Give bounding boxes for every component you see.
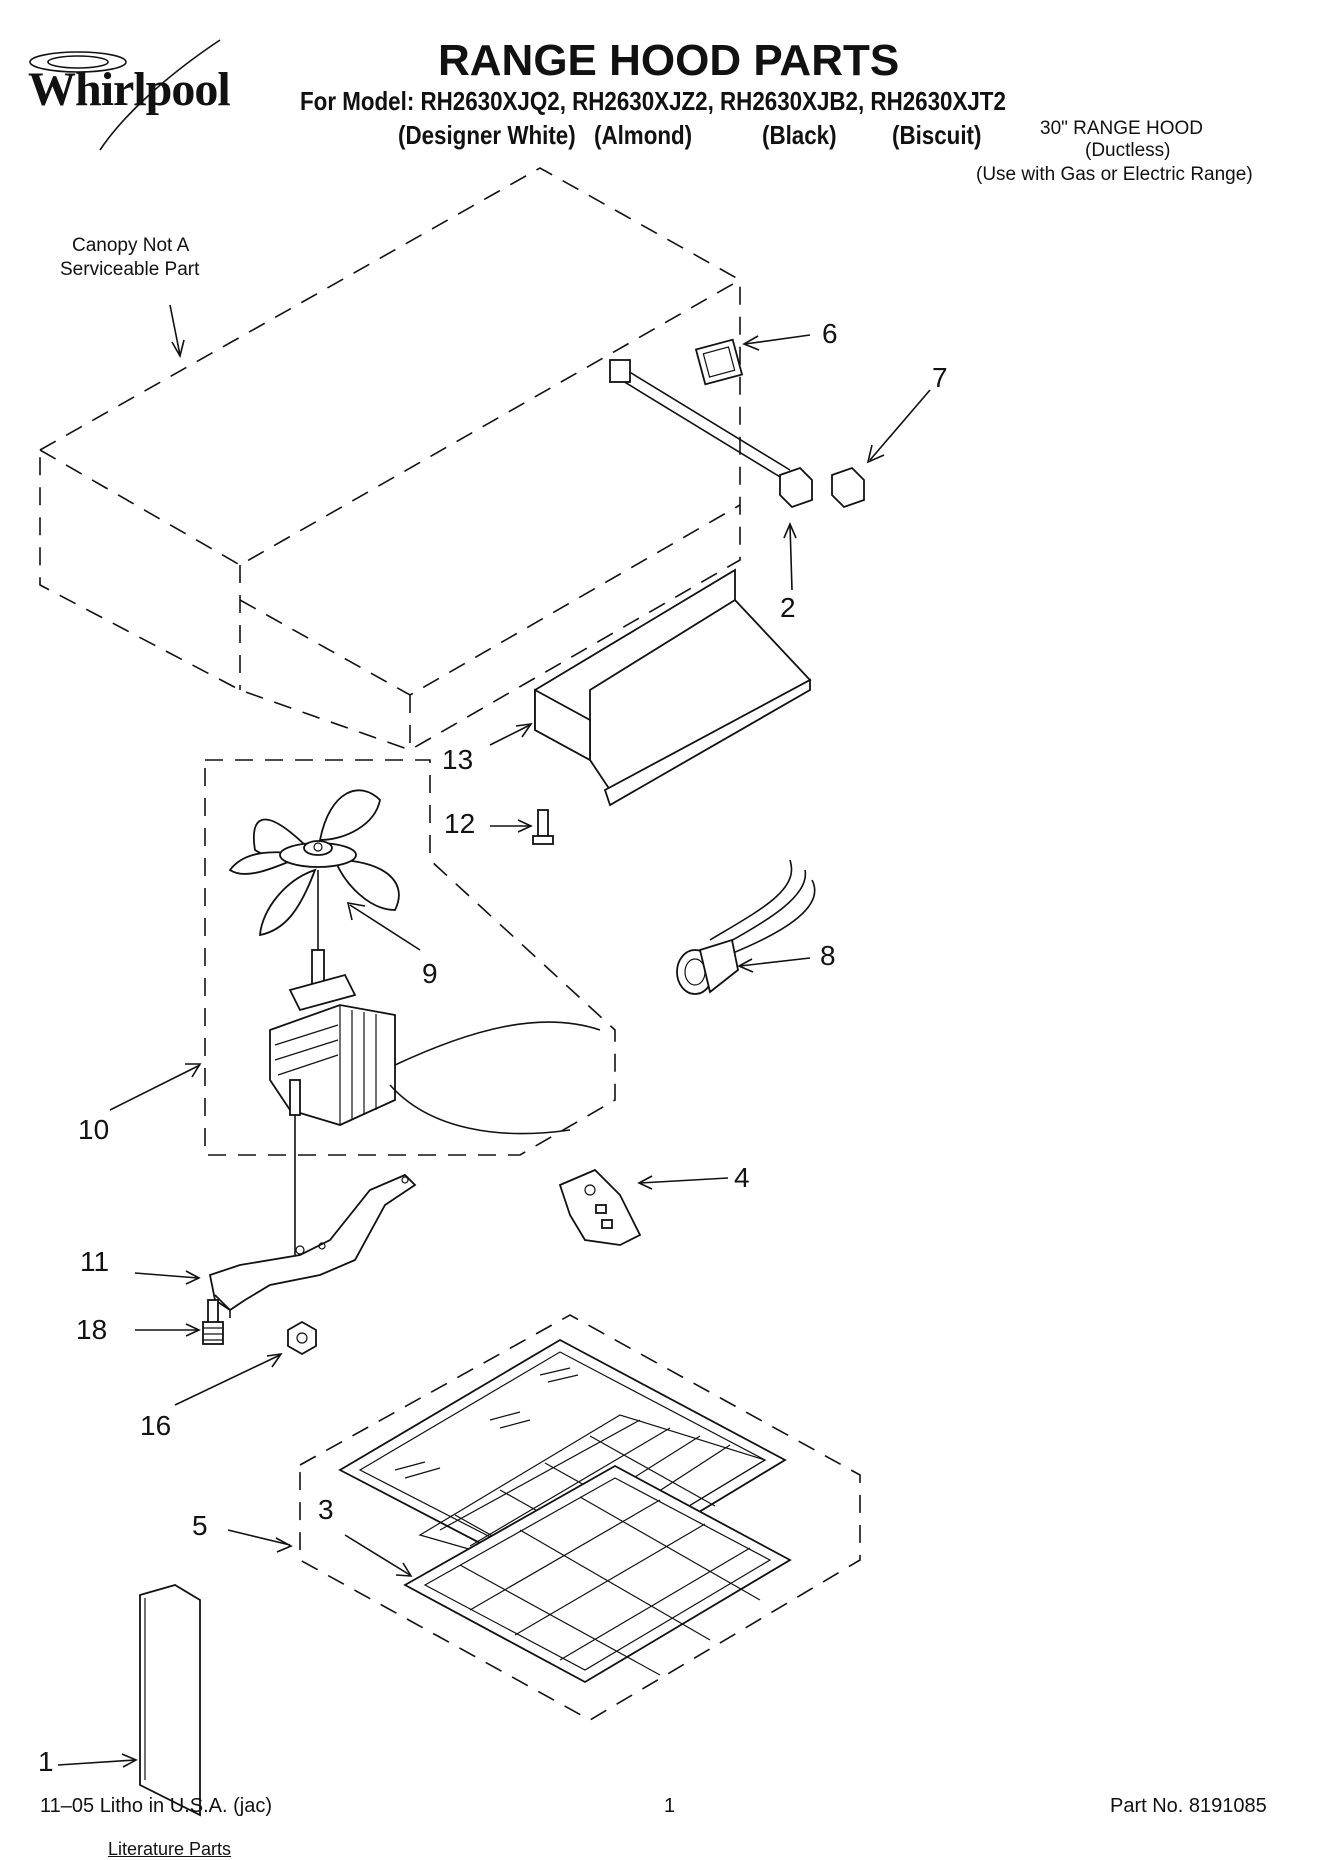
color-biscuit: (Biscuit) — [892, 120, 982, 150]
canopy-outline — [39, 167, 741, 751]
callout-9: 9 — [422, 958, 438, 989]
callout-3: 3 — [318, 1494, 334, 1525]
color-designer-white: (Designer White) — [398, 120, 576, 150]
fan-blade — [228, 789, 400, 937]
callout-13: 13 — [442, 744, 474, 775]
footer-print-info: 11–05 Litho in U.S.A. (jac) — [40, 1795, 272, 1817]
charcoal-filter — [403, 1464, 792, 1684]
model-list: For Model: RH2630XJQ2, RH2630XJZ2, RH263… — [300, 86, 1006, 116]
motor-bracket — [208, 1173, 417, 1318]
brand-logo-text: Whirlpool — [28, 63, 231, 116]
clamp-bracket — [558, 1168, 642, 1246]
spec-type: (Ductless) — [1085, 140, 1171, 161]
wire-harness — [676, 859, 816, 995]
callout-18: 18 — [76, 1314, 108, 1345]
canopy-note-line1: Canopy Not A — [72, 235, 190, 256]
whirlpool-logo-swirl — [29, 39, 221, 151]
callout-6: 6 — [822, 318, 838, 349]
literature-booklet — [139, 1584, 201, 1817]
literature-parts-label: Literature Parts — [108, 1839, 232, 1859]
nut-16 — [287, 1320, 317, 1356]
callout-2: 2 — [780, 592, 796, 623]
grease-filter-box — [534, 568, 812, 807]
callout-12: 12 — [444, 808, 476, 839]
screw-12 — [532, 809, 554, 845]
canopy-note-line2: Serviceable Part — [60, 259, 200, 280]
callout-5: 5 — [192, 1510, 208, 1541]
callout-4: 4 — [734, 1162, 750, 1193]
callout-8: 8 — [820, 940, 836, 971]
color-black: (Black) — [762, 120, 837, 150]
switch-assembly — [609, 338, 865, 509]
callout-7: 7 — [932, 362, 948, 393]
callout-16: 16 — [140, 1410, 172, 1441]
page-title: RANGE HOOD PARTS — [438, 36, 900, 85]
color-almond: (Almond) — [594, 120, 693, 150]
spec-title: 30" RANGE HOOD — [1040, 118, 1204, 139]
callout-1: 1 — [38, 1746, 54, 1777]
footer-part-number: Part No. 8191085 — [1110, 1795, 1267, 1817]
footer-page-number: 1 — [664, 1795, 676, 1817]
screw-18 — [202, 1299, 224, 1345]
fan-motor — [269, 949, 601, 1135]
callout-10: 10 — [78, 1114, 110, 1145]
callout-11: 11 — [80, 1246, 110, 1277]
spec-usage: (Use with Gas or Electric Range) — [976, 164, 1253, 185]
